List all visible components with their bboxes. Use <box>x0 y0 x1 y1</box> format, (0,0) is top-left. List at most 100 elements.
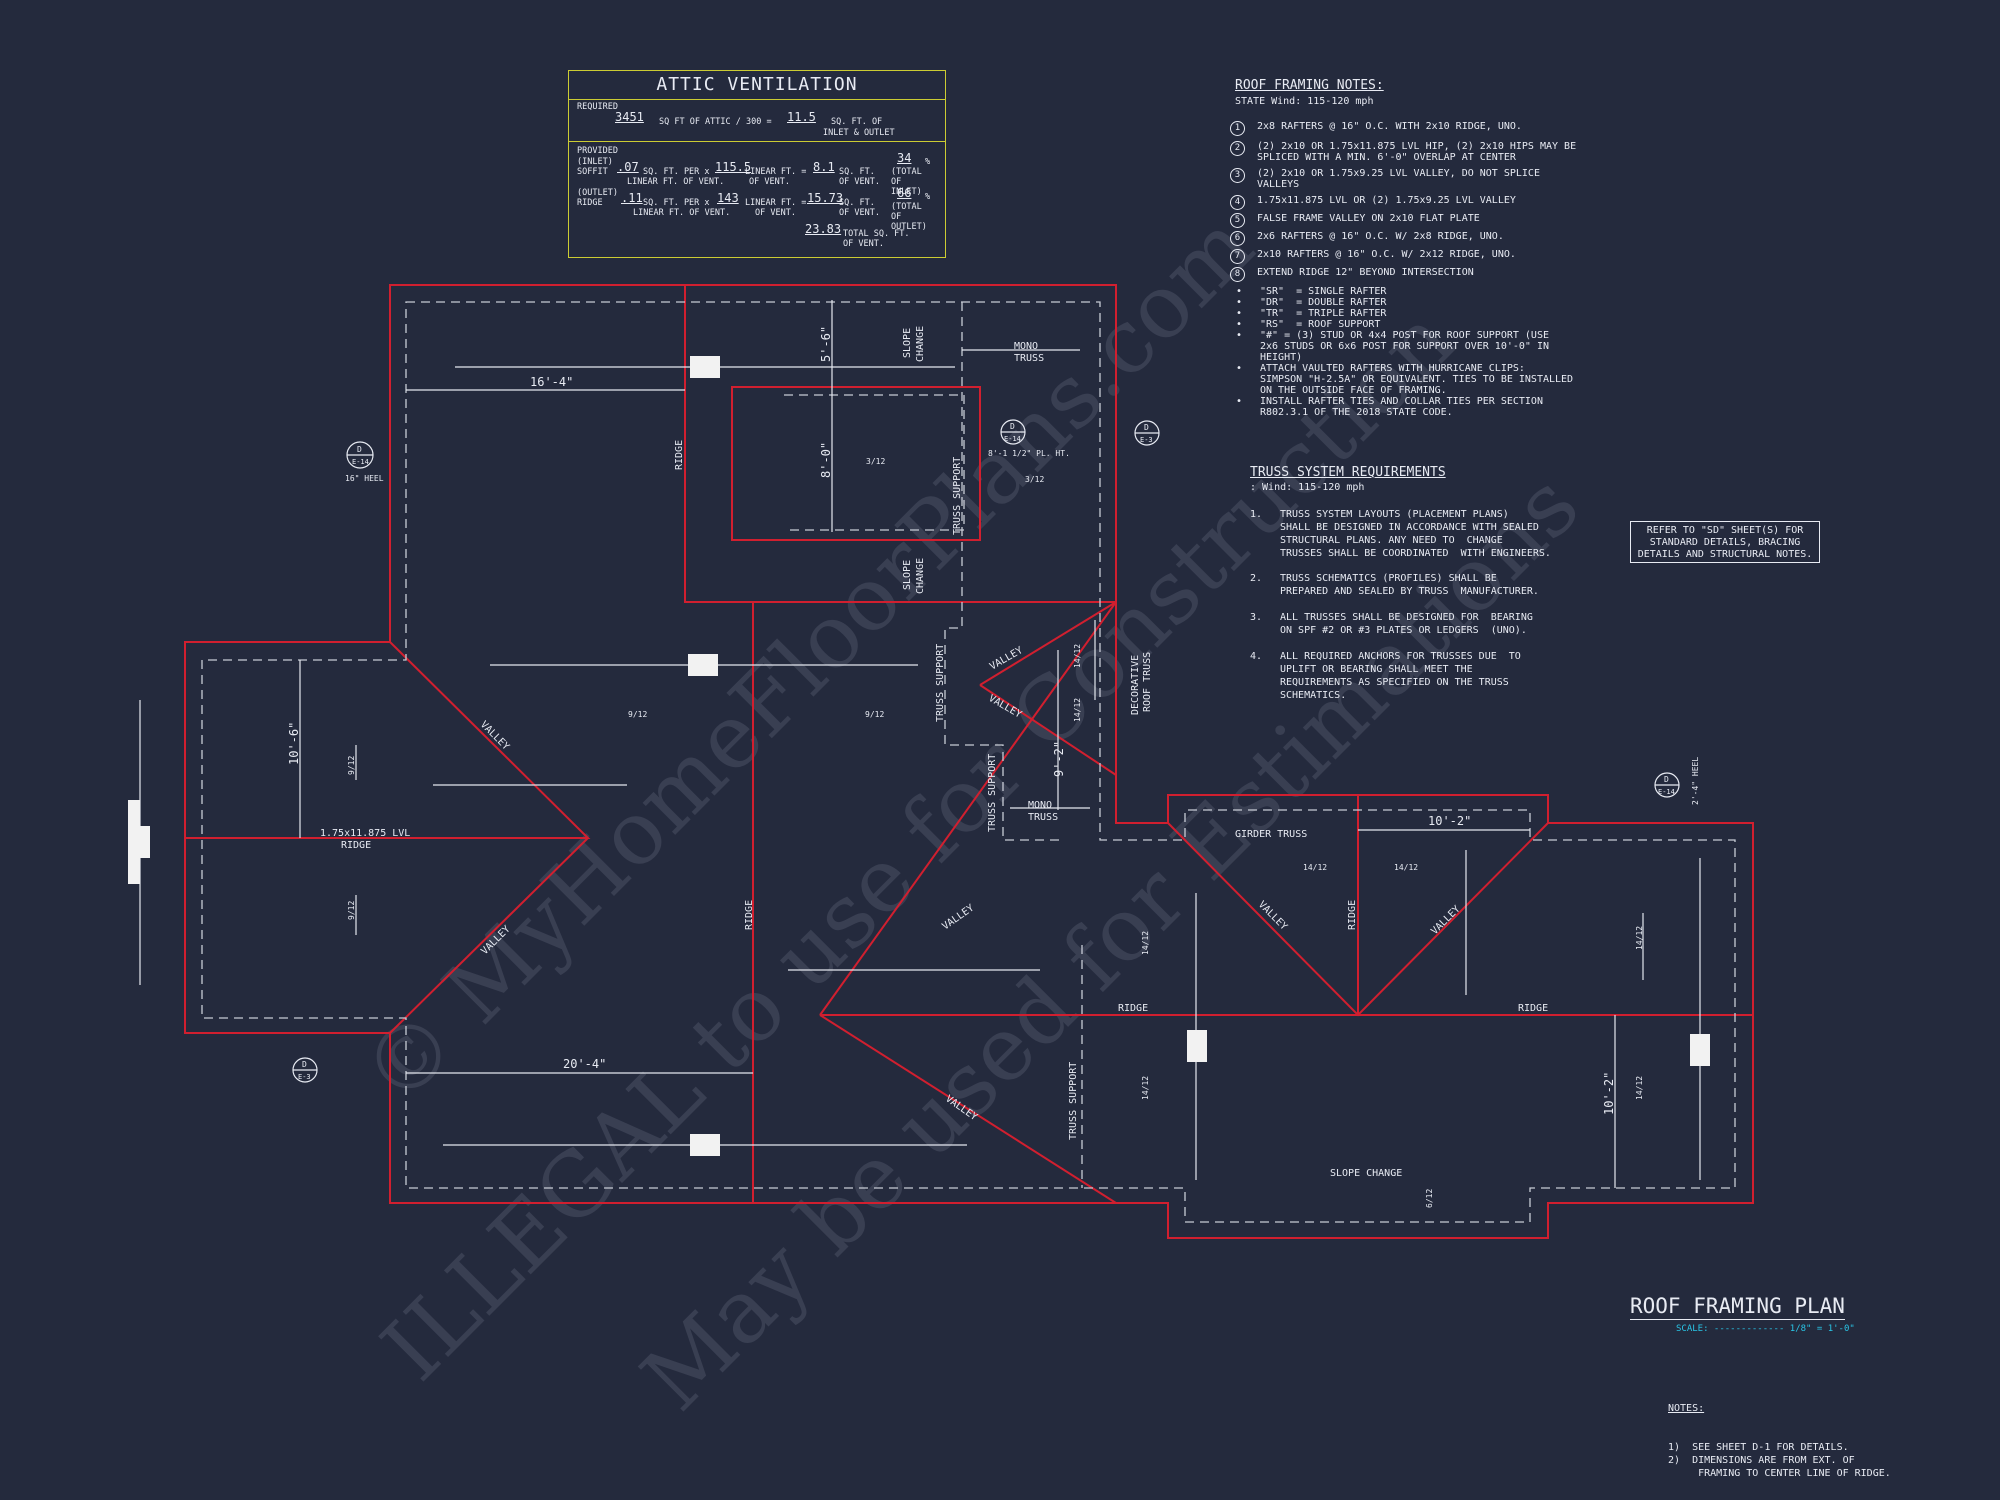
roof-note-number-4: 4 <box>1230 195 1245 210</box>
ridge-rate: .11 <box>621 191 643 205</box>
roof-note-text-5: FALSE FRAME VALLEY ON 2x10 FLAT PLATE <box>1257 213 1480 224</box>
slope-change-label: SLOPE CHANGE <box>1330 1168 1402 1179</box>
tag-d-4: D <box>302 1060 307 1069</box>
pitch-label-14: 14/12 <box>1635 1076 1644 1100</box>
pitch-label-5: 9/12 <box>347 756 356 775</box>
pitch-label-9: 14/12 <box>1303 863 1327 872</box>
ridge-label: RIDGE <box>577 198 603 208</box>
total-of-inlet: (TOTAL OF INLET) <box>891 167 922 197</box>
truss-support-label-1: TRUSS SUPPORT <box>952 457 963 535</box>
total-of-vent: OF VENT. <box>843 239 884 249</box>
required-unit: SQ. FT. OF <box>831 117 883 127</box>
inlet-label: (INLET) <box>577 157 613 167</box>
truss-requirement-4: 4. ALL REQUIRED ANCHORS FOR TRUSSES DUE T… <box>1250 650 1521 702</box>
roof-bullet-3: •"TR" = TRIPLE RAFTER <box>1236 308 1386 319</box>
roof-bullet-2: • "DR" = DOUBLE RAFTER <box>1236 297 1386 308</box>
ridge-label-1: RIDGE <box>674 440 685 470</box>
tag-sheet-2: E-14 <box>1004 435 1021 443</box>
roof-bullet-4: • "RS" = ROOF SUPPORT <box>1236 319 1380 330</box>
bullet-dot: • <box>1236 363 1243 374</box>
roof-note-text-2: (2) 2x10 OR 1.75x11.875 LVL HIP, (2) 2x1… <box>1257 141 1577 163</box>
pitch-label-8: 14/12 <box>1073 698 1082 722</box>
soffit-rate: .07 <box>617 160 639 174</box>
truss-requirements-subtitle: : Wind: 115-120 mph <box>1250 482 1365 493</box>
bullet-dot: • <box>1236 297 1243 308</box>
ridge-total: 15.73 <box>807 191 844 205</box>
roof-note-text-3: (2) 2x10 OR 1.75x9.25 LVL VALLEY, DO NOT… <box>1257 168 1540 190</box>
truss-requirement-1: 1.TRUSS SYSTEM LAYOUTS (PLACEMENT PLANS)… <box>1250 508 1551 560</box>
ridge-percent-sign: % <box>925 192 931 202</box>
roof-note-number-6: 6 <box>1230 231 1245 246</box>
soffit-percent-sign: % <box>925 157 931 167</box>
roof-note-number-7: 7 <box>1230 249 1245 264</box>
change-label-2: CHANGE <box>915 558 926 594</box>
roof-bullet-text-4: "RS" = ROOF SUPPORT <box>1260 319 1381 330</box>
truss-support-label-2: TRUSS SUPPORT <box>935 644 946 722</box>
roof-bullet-5: •"#" = (3) STUD OR 4x4 POST FOR ROOF SUP… <box>1236 330 1549 363</box>
ridge-linear-ft-of-vent: LINEAR FT. OF VENT. <box>633 208 731 218</box>
dim-9-2: 9'-2" <box>1052 741 1066 777</box>
notes-block: NOTES: 1) SEE SHEET D-1 FOR DETAILS. 2) … <box>1668 1376 1891 1493</box>
mono-label-1: MONO <box>1014 341 1038 352</box>
ridge-per: SQ. FT. PER x <box>643 198 710 208</box>
bullet-dot: • <box>1236 319 1243 330</box>
roof-note-7: 7 2x10 RAFTERS @ 16" O.C. W/ 2x12 RIDGE, … <box>1230 249 1516 264</box>
roof-note-number-8: 8 <box>1230 267 1245 282</box>
soffit-percent: 34 <box>897 151 912 165</box>
ridge-linear: LINEAR FT. = <box>745 198 807 208</box>
dim-20-4: 20'-4" <box>563 1057 606 1071</box>
truss-support-label-4: TRUSS SUPPORT <box>1068 1062 1079 1140</box>
roof-notes-title: ROOF FRAMING NOTES: <box>1235 78 1384 93</box>
truss-requirement-3: 3.ALL TRUSSES SHALL BE DESIGNED FOR BEAR… <box>1250 611 1533 637</box>
truss-requirement-2: 2.TRUSS SCHEMATICS (PROFILES) SHALL BE P… <box>1250 572 1539 598</box>
dim-10-2-right: 10'-2" <box>1602 1072 1616 1115</box>
valley-label-3: VALLEY <box>940 903 976 933</box>
truss-requirement-number-4: 4. <box>1250 651 1263 662</box>
vent-blocks <box>128 356 1710 1156</box>
valley-label-8: VALLEY <box>1429 904 1462 937</box>
roof-note-number-3: 3 <box>1230 168 1245 183</box>
roof-note-text-7: 2x10 RAFTERS @ 16" O.C. W/ 2x12 RIDGE, U… <box>1257 249 1516 260</box>
roof-truss-label: ROOF TRUSS <box>1142 652 1153 712</box>
attic-ventilation-table: ATTIC VENTILATION REQUIRED 3451 SQ FT OF… <box>568 70 946 258</box>
total-sqft: TOTAL SQ. FT. <box>843 229 910 239</box>
roof-notes-subtitle: STATE Wind: 115-120 mph <box>1235 96 1374 107</box>
refer-note-box: REFER TO "SD" SHEET(S) FOR STANDARD DETA… <box>1630 521 1820 563</box>
section-tags <box>292 419 1680 1083</box>
dim-5-6: 5'-6" <box>819 326 833 362</box>
truss-requirement-text-2: TRUSS SCHEMATICS (PROFILES) SHALL BE PRE… <box>1280 573 1539 597</box>
dim-8-0: 8'-0" <box>819 442 833 478</box>
pitch-label-6: 9/12 <box>347 901 356 920</box>
soffit-total: 8.1 <box>813 160 835 174</box>
bullet-dot: • <box>1236 308 1243 319</box>
pitch-label-10: 14/12 <box>1394 863 1418 872</box>
required-label: REQUIRED <box>577 102 618 112</box>
bullet-dot: • <box>1236 286 1243 297</box>
roof-note-number-2: 2 <box>1230 141 1245 156</box>
dim-16-4: 16'-4" <box>530 375 573 389</box>
soffit-per: SQ. FT. PER x <box>643 167 710 177</box>
lvl-ridge-label-2: RIDGE <box>341 840 371 851</box>
grand-total: 23.83 <box>805 222 842 236</box>
ridge-label-5: RIDGE <box>1347 900 1358 930</box>
soffit-length: 115.5 <box>715 160 752 174</box>
roof-bullet-7: •INSTALL RAFTER TIES AND COLLAR TIES PER… <box>1236 396 1543 418</box>
required-result: 11.5 <box>787 110 816 124</box>
pitch-label-11: 14/12 <box>1141 931 1150 955</box>
wall-outline <box>184 284 1754 1239</box>
truss-requirement-text-1: TRUSS SYSTEM LAYOUTS (PLACEMENT PLANS) S… <box>1280 509 1551 559</box>
required-mid: SQ FT OF ATTIC / 300 = <box>659 117 772 127</box>
attic-ventilation-title: ATTIC VENTILATION <box>569 71 945 100</box>
roof-bullet-text-2: "DR" = DOUBLE RAFTER <box>1260 297 1387 308</box>
truss-requirement-text-4: ALL REQUIRED ANCHORS FOR TRUSSES DUE TO … <box>1280 651 1521 701</box>
ridge-label-3: RIDGE <box>1118 1003 1148 1014</box>
dim-10-6: 10'-6" <box>287 722 301 765</box>
heel-2-4-label: 2'-4" HEEL <box>1691 757 1700 805</box>
pitch-label-15: 6/12 <box>1425 1189 1434 1208</box>
ridge-label-4: RIDGE <box>1518 1003 1548 1014</box>
roof-bullet-6: •ATTACH VAULTED RAFTERS WITH HURRICANE C… <box>1236 363 1573 396</box>
